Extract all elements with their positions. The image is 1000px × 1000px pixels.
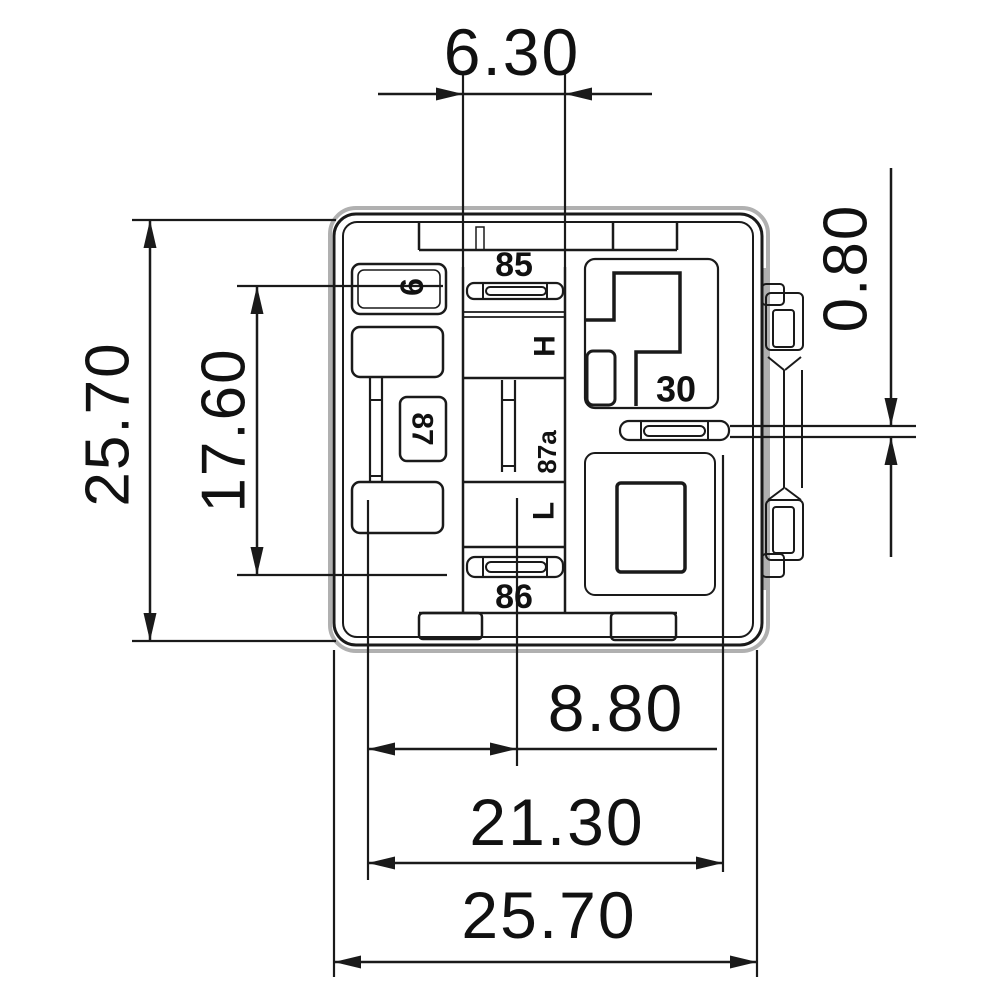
coil-high-label: H <box>529 335 562 357</box>
dim-top-label: 6.30 <box>444 15 580 89</box>
coil-low-label: L <box>528 502 561 520</box>
pin6-cavity <box>350 262 448 316</box>
dimension-left-outer <box>132 218 336 643</box>
relay-body-outline <box>332 212 764 647</box>
pin-6-label: 6 <box>394 278 430 296</box>
side-mount-profile <box>761 268 804 590</box>
pin30-block <box>583 257 720 410</box>
upper-left-cavity <box>350 325 445 379</box>
pin-86-label: 86 <box>495 578 533 616</box>
pin-87a-label: 87a <box>532 430 562 474</box>
dim-right-label: 0.80 <box>812 204 881 333</box>
dim-bottom-outer-label: 25.70 <box>461 878 636 952</box>
pin30-cavity-step <box>586 271 682 406</box>
bottom-right-block <box>584 452 716 596</box>
pin87-label-box <box>398 395 448 463</box>
central-terminal-column <box>461 267 567 613</box>
dim-bottom-middle-label: 21.30 <box>469 785 644 859</box>
pin85-slot <box>465 281 565 301</box>
dimension-right <box>730 168 916 557</box>
lower-left-cavity <box>350 480 445 535</box>
dim-left-outer-label: 25.70 <box>74 341 143 506</box>
pin87-blade <box>368 378 384 481</box>
pin30-blade-slot <box>618 419 731 442</box>
dimension-left-inner <box>237 284 447 577</box>
dim-bottom-inner-label: 8.80 <box>548 671 684 745</box>
pin-30-label: 30 <box>656 369 696 410</box>
dimension-bottom-outer <box>332 650 759 977</box>
pin86-slot <box>465 555 565 579</box>
dim-left-inner-label: 17.60 <box>190 347 259 512</box>
pin87a-blade <box>500 380 517 472</box>
dimension-bottom-middle <box>368 455 725 872</box>
dimension-top <box>378 72 652 267</box>
dimension-bottom-inner <box>366 498 717 880</box>
shadow-lines <box>328 206 770 653</box>
left-terminal-column <box>350 262 448 535</box>
pin-85-label: 85 <box>495 246 533 284</box>
pin-87-label: 87 <box>406 412 439 445</box>
